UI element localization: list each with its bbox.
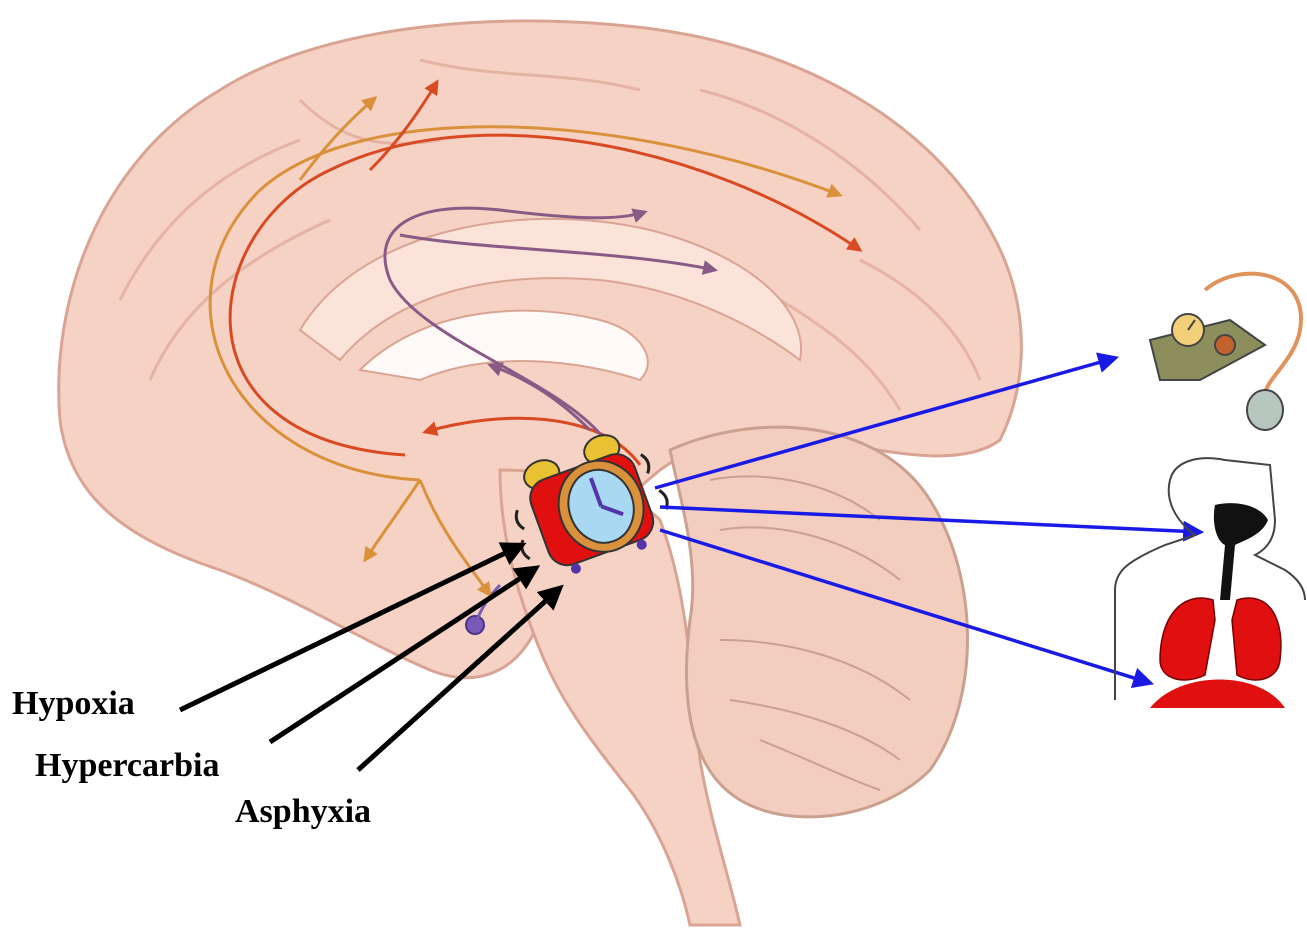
cerebellum: [670, 427, 968, 817]
label-hypoxia: Hypoxia: [12, 685, 135, 722]
sphygmomanometer-icon: [1150, 274, 1301, 430]
label-hypercarbia: Hypercarbia: [35, 747, 219, 784]
label-asphyxia: Asphyxia: [235, 793, 371, 830]
airway-lungs-icon: [1115, 458, 1305, 708]
